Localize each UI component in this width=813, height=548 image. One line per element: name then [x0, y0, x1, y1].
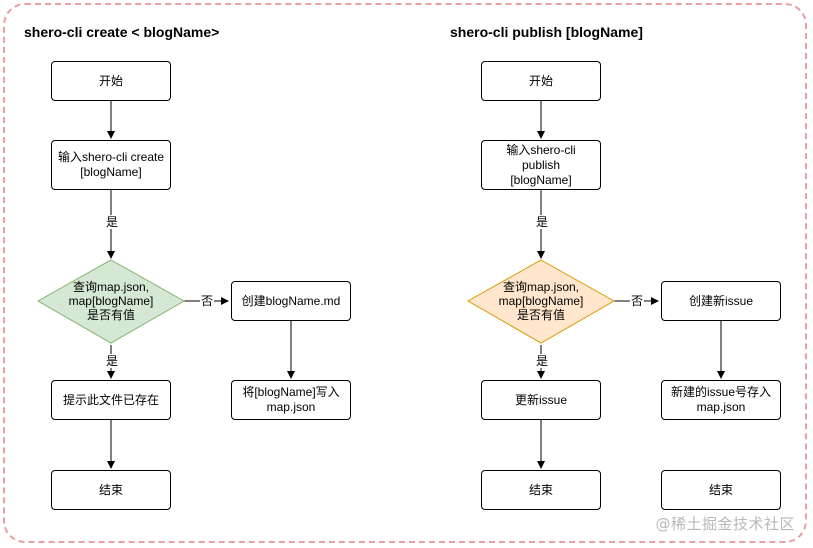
left-title: shero-cli create < blogName>	[24, 24, 220, 40]
right-no-label: 否	[630, 294, 645, 308]
left-start-node: 开始	[51, 61, 171, 101]
right-yes-label-top: 是	[535, 215, 550, 229]
right-yes-action: 更新issue	[481, 380, 601, 420]
left-no-label: 否	[200, 294, 215, 308]
right-no-action-2: 新建的issue号存入 map.json	[661, 380, 781, 420]
right-input-node: 输入shero-cli publish [blogName]	[481, 140, 601, 190]
left-no-action-2: 将[blogName]写入 map.json	[231, 380, 351, 420]
left-yes-label-top: 是	[105, 215, 120, 229]
left-input-node: 输入shero-cli create [blogName]	[51, 140, 171, 190]
dashed-frame	[3, 3, 807, 543]
decision-right-shape	[466, 259, 616, 344]
right-yes-label-bottom: 是	[535, 354, 550, 368]
left-decision-text: 查询map.json, map[blogName] 是否有值	[68, 280, 154, 322]
watermark-text: @稀土掘金技术社区	[655, 515, 795, 533]
right-decision-text: 查询map.json, map[blogName] 是否有值	[498, 280, 584, 322]
right-end-node: 结束	[481, 470, 601, 510]
right-title: shero-cli publish [blogName]	[450, 24, 643, 40]
right-start-node: 开始	[481, 61, 601, 101]
right-no-action-1: 创建新issue	[661, 281, 781, 321]
decision-left-shape	[36, 259, 186, 344]
left-no-action-1: 创建blogName.md	[231, 281, 351, 321]
left-end-node: 结束	[51, 470, 171, 510]
left-yes-action: 提示此文件已存在	[51, 380, 171, 420]
right-end-node-2: 结束	[661, 470, 781, 510]
left-yes-label-bottom: 是	[105, 354, 120, 368]
